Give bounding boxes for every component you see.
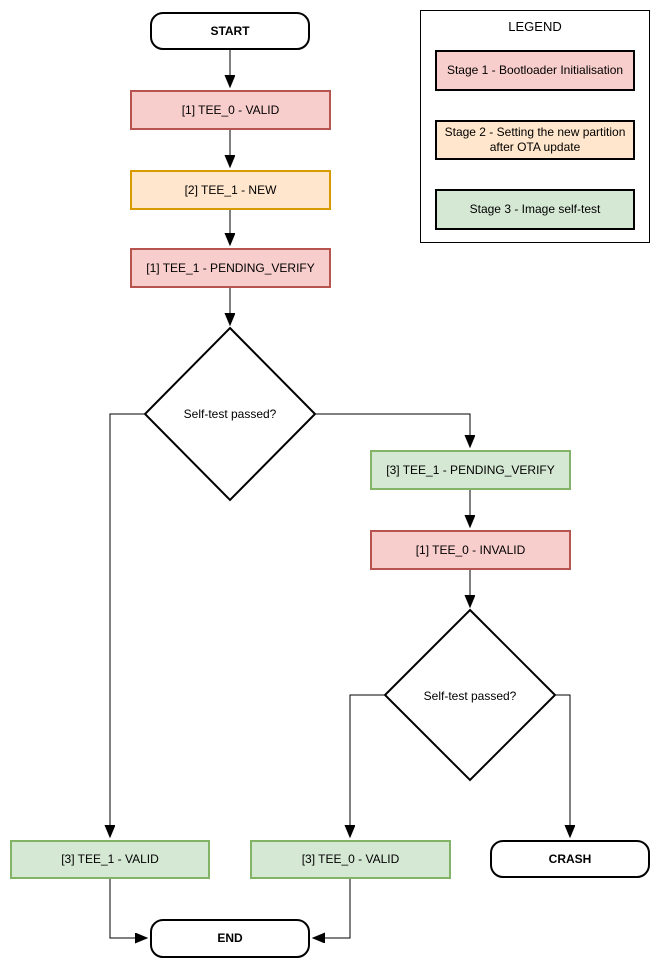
process-tee1-pending-verify-stage3: [3] TEE_1 - PENDING_VERIFY: [370, 450, 571, 490]
terminator-end-label: END: [217, 931, 243, 945]
decision-self-test-1-label: Self-test passed?: [145, 399, 315, 429]
decision-text: Self-test passed?: [423, 688, 517, 703]
edge-decision1-fail-to-tee1-pending3: [315, 413, 470, 447]
legend-title: LEGEND: [420, 18, 650, 34]
legend-item-label: Stage 3 - Image self-test: [469, 202, 601, 216]
process-label: [1] TEE_0 - INVALID: [415, 542, 526, 557]
edge-tee0-valid3-to-end: [313, 879, 351, 938]
process-tee0-valid-stage3: [3] TEE_0 - VALID: [250, 840, 451, 879]
edge-tee1-valid-to-end: [109, 879, 147, 938]
process-tee1-pending-verify-stage1: [1] TEE_1 - PENDING_VERIFY: [130, 248, 331, 288]
legend-item-stage3: Stage 3 - Image self-test: [435, 189, 635, 230]
terminator-crash: CRASH: [490, 840, 650, 878]
process-tee0-invalid-stage1: [1] TEE_0 - INVALID: [370, 530, 571, 570]
edge-decision1-pass-to-tee1-valid: [110, 413, 145, 837]
process-label: [3] TEE_1 - VALID: [61, 852, 159, 866]
legend-title-text: LEGEND: [508, 18, 562, 34]
process-tee1-valid-stage3: [3] TEE_1 - VALID: [10, 840, 210, 879]
process-label: [1] TEE_1 - PENDING_VERIFY: [146, 260, 315, 275]
legend-item-label: Stage 2 - Setting the new partition afte…: [444, 125, 626, 154]
process-tee0-valid-stage1: [1] TEE_0 - VALID: [130, 90, 331, 130]
legend-item-stage1: Stage 1 - Bootloader Initialisation: [435, 50, 635, 91]
process-label: [3] TEE_1 - PENDING_VERIFY: [386, 462, 555, 477]
decision-text: Self-test passed?: [183, 406, 277, 421]
process-label: [1] TEE_0 - VALID: [181, 102, 280, 117]
decision-diamond-self-test-2: [383, 608, 557, 782]
legend-item-stage2: Stage 2 - Setting the new partition afte…: [435, 120, 635, 160]
legend-item-label: Stage 1 - Bootloader Initialisation: [446, 63, 624, 77]
decision-diamond-self-test-1: [143, 326, 317, 502]
decision-self-test-2-label: Self-test passed?: [385, 681, 555, 711]
edge-decision2-pass-to-tee0-valid3: [350, 694, 385, 837]
terminator-start: START: [150, 12, 310, 50]
process-tee1-new-stage2: [2] TEE_1 - NEW: [130, 170, 331, 210]
terminator-crash-label: CRASH: [548, 851, 592, 866]
process-label: [2] TEE_1 - NEW: [184, 182, 277, 197]
terminator-start-label: START: [210, 23, 250, 38]
edge-decision2-fail-to-crash: [555, 694, 570, 837]
process-label: [3] TEE_0 - VALID: [301, 852, 400, 866]
terminator-end: END: [150, 919, 310, 958]
